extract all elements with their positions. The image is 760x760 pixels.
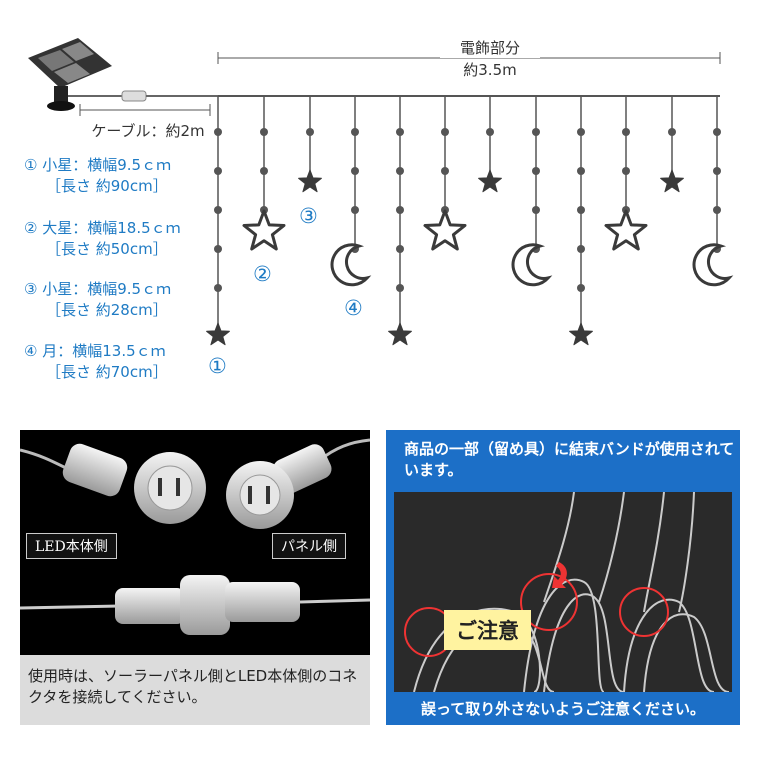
star-icon — [660, 169, 684, 193]
led-bulb — [351, 167, 359, 175]
connector-photo — [20, 438, 370, 635]
strand — [660, 96, 684, 193]
strand — [423, 96, 467, 251]
led-bulb — [668, 128, 676, 136]
led-bulb — [532, 167, 540, 175]
star-icon — [388, 322, 412, 346]
led-bulb — [396, 245, 404, 253]
strand — [206, 96, 230, 346]
moon-icon — [511, 243, 553, 287]
legend-name: 小星：横幅9.5ｃｍ — [42, 280, 172, 298]
legend-length: ［長さ 約50cm］ — [46, 240, 168, 258]
led-bulb — [396, 128, 404, 136]
led-bulb — [577, 167, 585, 175]
connector-icon — [121, 90, 147, 102]
led-bulb — [532, 206, 540, 214]
led-bulb — [713, 206, 721, 214]
led-bulb — [577, 128, 585, 136]
strand — [692, 96, 734, 287]
notice-header: 商品の一部（留め具）に結束バンドが使用されています。 — [404, 440, 735, 479]
led-side-tag: LED本体側 — [26, 533, 117, 559]
led-bulb — [260, 167, 268, 175]
strand — [388, 96, 412, 346]
moon-icon — [330, 243, 372, 287]
legend-length: ［長さ 約28cm］ — [46, 301, 168, 319]
connector-caption: 使用時は、ソーラーパネル側とLED本体側のコネクタを接続してください。 — [20, 655, 370, 725]
led-bulb — [713, 167, 721, 175]
led-bulb — [214, 167, 222, 175]
strand — [478, 96, 502, 193]
led-bulb — [577, 284, 585, 292]
strand-marker-4: ④ — [344, 296, 363, 320]
led-bulb — [396, 167, 404, 175]
led-bulb — [214, 245, 222, 253]
star-icon — [206, 322, 230, 346]
cable-tie-photo: ご注意 — [394, 492, 732, 692]
strand — [511, 96, 553, 287]
legend-marker: ① — [24, 156, 38, 174]
notice-footer: 誤って取り外さないようご注意ください。 — [421, 700, 705, 718]
led-bulb — [260, 128, 268, 136]
led-bulb — [214, 206, 222, 214]
led-bulb — [351, 206, 359, 214]
led-bulb — [532, 128, 540, 136]
strand-marker-3: ③ — [299, 204, 318, 228]
legend-name: 小星：横幅9.5ｃｍ — [42, 156, 172, 174]
strands — [206, 96, 734, 346]
led-bulb — [396, 206, 404, 214]
notice-panel: 商品の一部（留め具）に結束バンドが使用されています。 ご注意 誤って取り外さな — [386, 430, 740, 725]
legend-item-4: ④ 月：横幅13.5ｃｍ ［長さ 約70cm］ — [24, 341, 168, 383]
led-bulb — [713, 128, 721, 136]
total-length-label-1: 電飾部分 — [440, 37, 540, 58]
legend-name: 大星：横幅18.5ｃｍ — [42, 219, 181, 237]
legend-name: 月：横幅13.5ｃｍ — [42, 342, 166, 360]
solar-panel-icon — [28, 38, 112, 111]
caution-label: ご注意 — [444, 610, 531, 650]
star-icon — [242, 209, 286, 251]
star-icon — [423, 209, 467, 251]
led-bulb — [214, 128, 222, 136]
strand — [604, 96, 648, 251]
led-bulb — [486, 128, 494, 136]
led-bulb — [306, 128, 314, 136]
legend-item-1: ① 小星：横幅9.5ｃｍ ［長さ 約90cm］ — [24, 155, 171, 197]
cable-length-label: ケーブル：約2m — [84, 120, 212, 141]
legend-marker: ② — [24, 219, 38, 237]
led-bulb — [396, 284, 404, 292]
led-bulb — [351, 128, 359, 136]
strand-marker-1: ① — [208, 354, 227, 378]
cable-bundle-image — [394, 492, 732, 692]
strand-marker-2: ② — [253, 262, 272, 286]
legend-length: ［長さ 約90cm］ — [46, 177, 168, 195]
light-curtain-diagram — [28, 38, 734, 346]
total-length-label-2: 約3.5m — [440, 59, 540, 80]
led-side-connector — [62, 443, 206, 524]
star-icon — [604, 209, 648, 251]
arrow-icon — [552, 562, 567, 588]
joined-connector — [20, 575, 370, 635]
panel-side-tag: パネル側 — [272, 533, 346, 559]
moon-icon — [692, 243, 734, 287]
led-bulb — [441, 167, 449, 175]
star-icon — [478, 169, 502, 193]
strand — [242, 96, 286, 251]
strand — [569, 96, 593, 346]
legend-item-3: ③ 小星：横幅9.5ｃｍ ［長さ 約28cm］ — [24, 279, 171, 321]
legend-marker: ④ — [24, 342, 38, 360]
legend-length: ［長さ 約70cm］ — [46, 363, 168, 381]
led-bulb — [214, 284, 222, 292]
led-bulb — [622, 128, 630, 136]
led-bulb — [577, 206, 585, 214]
legend-marker: ③ — [24, 280, 38, 298]
star-icon — [298, 169, 322, 193]
legend-item-2: ② 大星：横幅18.5ｃｍ ［長さ 約50cm］ — [24, 218, 181, 260]
panel-side-connector — [226, 444, 332, 529]
led-bulb — [441, 128, 449, 136]
led-bulb — [622, 167, 630, 175]
led-bulb — [577, 245, 585, 253]
strand — [330, 96, 372, 287]
star-icon — [569, 322, 593, 346]
strand — [298, 96, 322, 193]
